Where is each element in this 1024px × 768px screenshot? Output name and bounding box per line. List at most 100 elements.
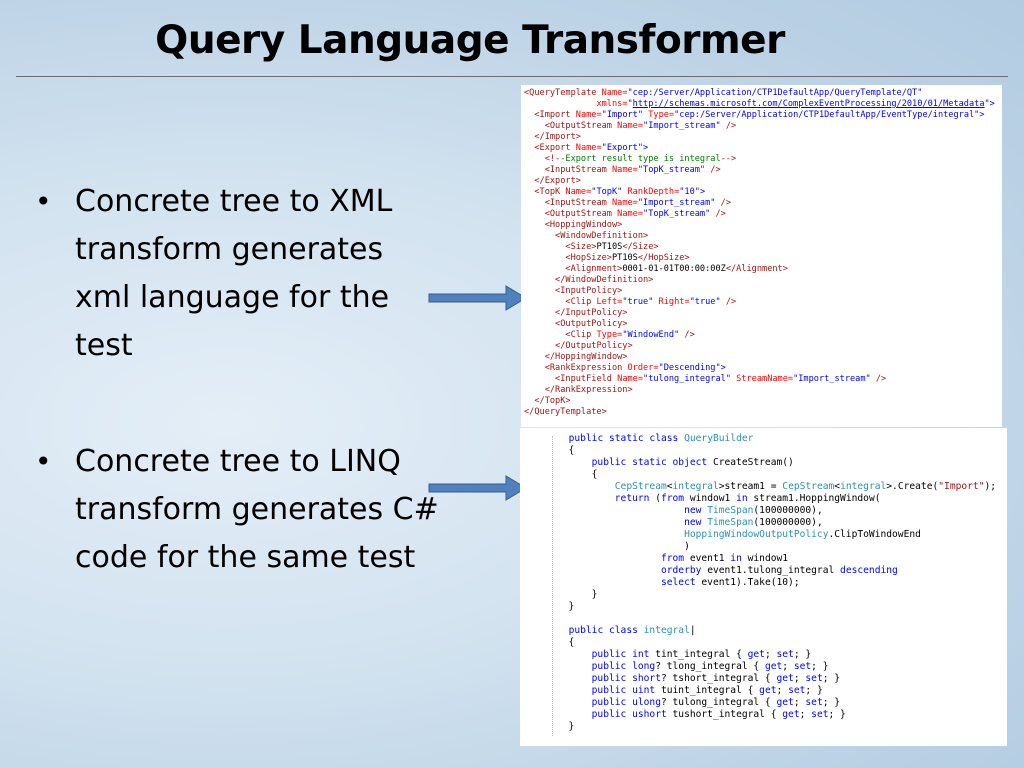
code-token: <Clip bbox=[565, 330, 597, 340]
code-token bbox=[524, 143, 534, 153]
code-token: Type= bbox=[648, 110, 675, 120]
arrow-right-icon-linq bbox=[428, 475, 527, 501]
xml-code-line: </Import> bbox=[524, 132, 995, 143]
code-token: Name= bbox=[611, 165, 638, 175]
code-token: "Import_stream" bbox=[637, 198, 721, 208]
code-token bbox=[557, 685, 592, 696]
code-token: Export result type is integral bbox=[565, 154, 721, 164]
code-token: /> bbox=[710, 165, 721, 175]
code-token: ? tlong_integral { bbox=[655, 661, 765, 672]
code-token bbox=[524, 396, 534, 406]
code-token: "TopK_stream" bbox=[637, 165, 711, 175]
code-token: event1 bbox=[689, 553, 731, 564]
code-token: <Import bbox=[534, 110, 576, 120]
code-token: "cep:/Server/Application/CTP1DefaultApp/… bbox=[627, 88, 923, 98]
code-token: integral bbox=[672, 481, 719, 492]
code-token bbox=[557, 553, 661, 564]
code-token: <OutputPolicy> bbox=[555, 319, 628, 329]
code-token: <Export bbox=[534, 143, 576, 153]
code-token: </Size> bbox=[622, 242, 659, 252]
csharp-code-line: from event1 in window1 bbox=[557, 553, 996, 565]
csharp-code-line: } bbox=[557, 601, 996, 613]
xml-code-line: <InputField Name="tulong_integral" Strea… bbox=[524, 374, 995, 385]
code-token: " bbox=[627, 99, 633, 109]
code-token: set bbox=[793, 661, 812, 672]
code-token: } bbox=[557, 721, 575, 732]
xml-code-line: <HoppingWindow> bbox=[524, 220, 995, 231]
code-token bbox=[524, 209, 545, 219]
code-token: set bbox=[811, 709, 829, 720]
code-token: get bbox=[776, 697, 794, 708]
code-token: Name= bbox=[565, 187, 592, 197]
code-token: ; } bbox=[793, 649, 812, 660]
csharp-code-line: HoppingWindowOutputPolicy.ClipToWindowEn… bbox=[557, 529, 996, 541]
code-token: ; bbox=[793, 697, 806, 708]
code-token: window1 bbox=[747, 553, 789, 564]
code-token bbox=[557, 709, 592, 720]
code-token: QueryBuilder bbox=[684, 433, 754, 444]
code-token: public class bbox=[568, 625, 644, 636]
code-token: <!-- bbox=[544, 154, 566, 164]
csharp-code-line: CepStream<integral>stream1 = CepStream<i… bbox=[557, 481, 996, 493]
code-token: Name= bbox=[617, 121, 644, 131]
code-token: <Alignment> bbox=[565, 264, 623, 274]
code-token: StreamName= bbox=[736, 374, 794, 384]
code-token bbox=[524, 220, 545, 230]
code-token: "Export"> bbox=[601, 143, 649, 153]
code-token: </QueryTemplate> bbox=[524, 407, 607, 417]
code-token bbox=[524, 154, 545, 164]
code-token: set bbox=[788, 685, 806, 696]
xml-code-screenshot: <QueryTemplate Name="cep:/Server/Applica… bbox=[521, 85, 1002, 427]
arrow-right-icon-xml bbox=[428, 285, 527, 311]
xml-code-line: <OutputStream Name="Import_stream" /> bbox=[524, 121, 995, 132]
xml-code-line: </QueryTemplate> bbox=[524, 407, 995, 418]
code-token bbox=[524, 264, 565, 274]
code-token bbox=[524, 341, 555, 351]
code-token: new bbox=[684, 517, 708, 528]
bullet-line: Concrete tree to LINQ bbox=[75, 444, 401, 479]
code-token: set bbox=[776, 649, 794, 660]
code-token: <HoppingWindow> bbox=[544, 220, 623, 230]
code-token bbox=[557, 481, 615, 492]
xml-code-line: <HopSize>PT10S</HopSize> bbox=[524, 253, 995, 264]
code-token: public int bbox=[591, 649, 656, 660]
code-token bbox=[524, 286, 555, 296]
code-token: </HoppingWindow> bbox=[544, 352, 628, 362]
code-token: public short bbox=[591, 673, 661, 684]
code-token: stream1.HoppingWindow( bbox=[753, 493, 881, 504]
code-token: "Descending"> bbox=[658, 363, 726, 373]
code-token: Type= bbox=[596, 330, 623, 340]
code-token: ); bbox=[984, 481, 997, 492]
code-token: { bbox=[557, 445, 575, 456]
code-token: </Export> bbox=[534, 176, 581, 186]
code-token: orderby bbox=[660, 565, 708, 576]
code-token: ; bbox=[793, 673, 806, 684]
code-token: event1).Take(10); bbox=[701, 577, 800, 588]
code-token: <InputStream bbox=[544, 198, 612, 208]
bullet-line: transform generates bbox=[75, 232, 384, 267]
code-token: CreateStream() bbox=[712, 457, 794, 468]
code-token: public ushort bbox=[591, 709, 673, 720]
xml-code-line: <Export Name="Export"> bbox=[524, 143, 995, 154]
code-token: in bbox=[736, 493, 754, 504]
code-token: TimeSpan bbox=[707, 517, 754, 528]
bullet-marker: • bbox=[35, 445, 52, 478]
code-token: } bbox=[557, 589, 598, 600]
code-token: ; } bbox=[805, 685, 823, 696]
csharp-code-line: } bbox=[557, 721, 996, 733]
code-token bbox=[557, 493, 615, 504]
code-token: { bbox=[557, 637, 575, 648]
code-token: get bbox=[764, 661, 783, 672]
code-token bbox=[524, 330, 565, 340]
xml-code-line: </Export> bbox=[524, 176, 995, 187]
code-token: (100000000), bbox=[753, 505, 823, 516]
csharp-code-line: public ulong? tulong_integral { get; set… bbox=[557, 697, 996, 709]
csharp-code-line: { bbox=[557, 637, 996, 649]
csharp-code-line: new TimeSpan(100000000), bbox=[557, 505, 996, 517]
code-token bbox=[524, 176, 534, 186]
code-token: </Import> bbox=[534, 132, 581, 142]
code-token: ; bbox=[799, 709, 812, 720]
code-token bbox=[557, 505, 684, 516]
code-token: <TopK bbox=[534, 187, 566, 197]
code-token bbox=[524, 132, 534, 142]
